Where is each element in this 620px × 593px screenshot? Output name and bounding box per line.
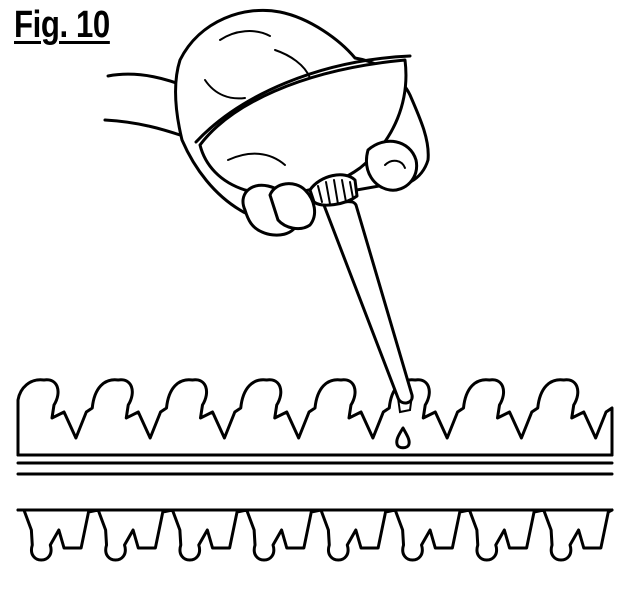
- thumb: [365, 139, 419, 192]
- lower-blade-teeth-outline: [16, 508, 614, 562]
- oil-can-rim: [194, 54, 412, 144]
- blade-bar: [16, 461, 614, 476]
- oil-drop-icon: [395, 426, 411, 450]
- thumb-nail: [384, 159, 406, 169]
- upper-blade: [16, 378, 614, 457]
- lower-blade: [16, 508, 614, 562]
- spout-tip: [397, 394, 413, 414]
- finger-2: [268, 182, 317, 231]
- knuckle-line-2: [204, 79, 246, 100]
- figure-label: Fig. 10: [14, 4, 110, 46]
- sleeve-line-bottom: [103, 118, 182, 137]
- knuckle-line-1: [219, 30, 271, 41]
- collar-knurling: [317, 179, 354, 205]
- fingers: [241, 139, 419, 237]
- bowl-shine: [227, 152, 286, 166]
- spout-tube: [320, 198, 414, 405]
- upper-blade-teeth-outline: [16, 378, 614, 457]
